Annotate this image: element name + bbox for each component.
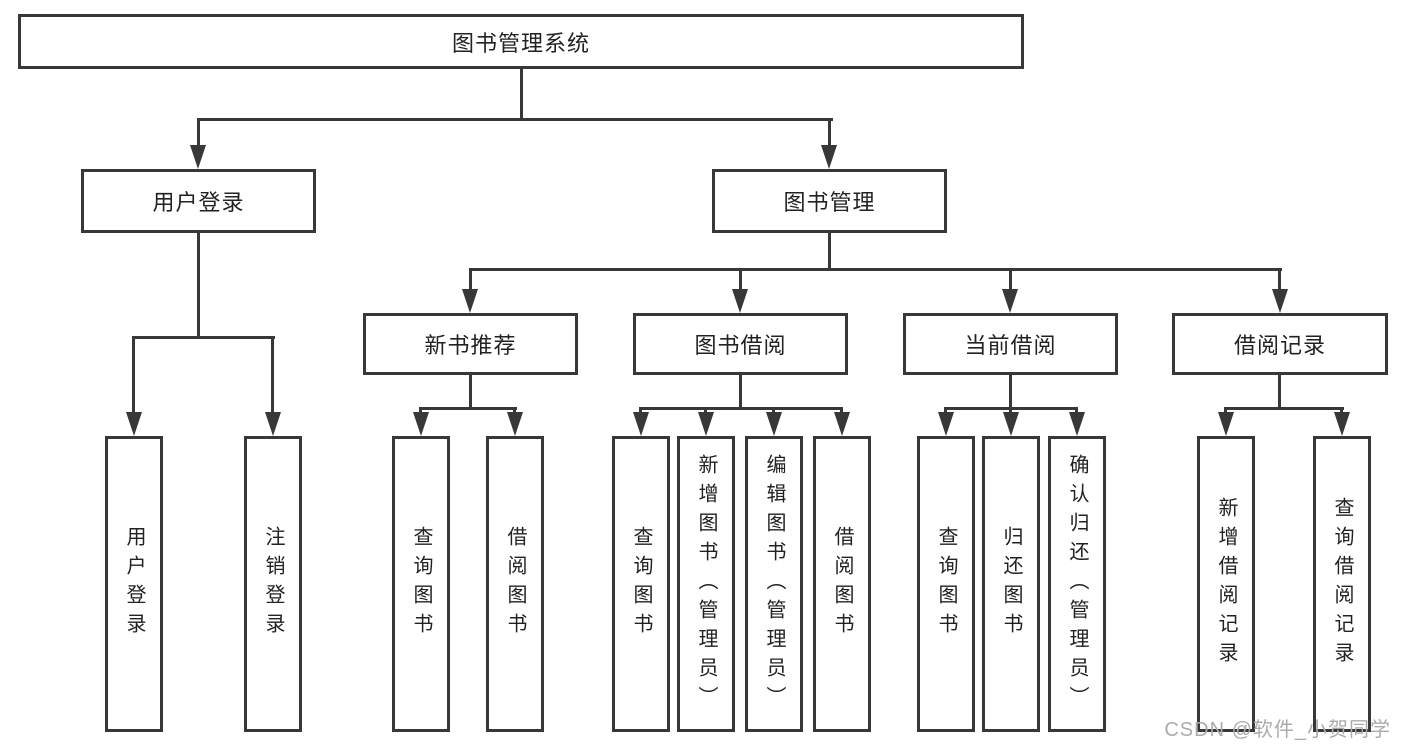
arrowhead-down-icon — [190, 145, 206, 169]
node-library-management-system: 图书管理系统 — [18, 14, 1024, 69]
leaf-label: 新增图书（管理员） — [695, 453, 717, 715]
connector-line — [739, 268, 742, 293]
arrowhead-down-icon — [1069, 412, 1085, 436]
arrowhead-down-icon — [507, 412, 523, 436]
connector-line — [520, 69, 523, 118]
connector-line — [739, 375, 742, 407]
arrowhead-down-icon — [633, 412, 649, 436]
arrowhead-down-icon — [462, 289, 478, 313]
leaf-label: 注销登录 — [262, 526, 284, 642]
connector-line — [132, 336, 135, 416]
connector-line — [1009, 268, 1012, 293]
connector-line — [1009, 375, 1012, 407]
leaf-logout: 注销登录 — [244, 436, 302, 732]
node-user-login: 用户登录 — [81, 169, 316, 233]
node-label: 用户登录 — [152, 190, 245, 215]
connector-line — [271, 336, 274, 416]
leaf-query-book-recommend: 查询图书 — [392, 436, 450, 732]
arrowhead-down-icon — [938, 412, 954, 436]
arrowhead-down-icon — [265, 412, 281, 436]
leaf-query-book-current: 查询图书 — [917, 436, 975, 732]
node-borrow-record: 借阅记录 — [1172, 313, 1388, 375]
watermark: CSDN @软件_小贺同学 — [1164, 719, 1391, 741]
arrowhead-down-icon — [821, 145, 837, 169]
leaf-label: 编辑图书（管理员） — [763, 453, 785, 715]
leaf-add-book-admin: 新增图书（管理员） — [677, 436, 735, 732]
node-label: 图书借阅 — [694, 333, 787, 358]
leaf-query-book-borrow: 查询图书 — [612, 436, 670, 732]
leaf-query-borrow-record: 查询借阅记录 — [1313, 436, 1371, 732]
arrowhead-down-icon — [1218, 412, 1234, 436]
leaf-return-book: 归还图书 — [982, 436, 1040, 732]
leaf-label: 查询图书 — [410, 526, 432, 642]
arrowhead-down-icon — [126, 412, 142, 436]
connector-line — [469, 268, 1282, 271]
leaf-label: 用户登录 — [123, 526, 145, 642]
connector-line — [1278, 375, 1281, 407]
leaf-user-login: 用户登录 — [105, 436, 163, 732]
connector-line — [419, 407, 517, 410]
leaf-add-borrow-record: 新增借阅记录 — [1197, 436, 1255, 732]
connector-line — [1278, 268, 1281, 293]
arrowhead-down-icon — [1272, 289, 1288, 313]
node-book-borrow: 图书借阅 — [633, 313, 848, 375]
leaf-label: 查询借阅记录 — [1331, 497, 1353, 671]
connector-line — [828, 232, 831, 268]
arrowhead-down-icon — [698, 412, 714, 436]
leaf-label: 新增借阅记录 — [1215, 497, 1237, 671]
arrowhead-down-icon — [732, 289, 748, 313]
node-label: 当前借阅 — [964, 333, 1057, 358]
arrowhead-down-icon — [834, 412, 850, 436]
leaf-confirm-return-admin: 确认归还（管理员） — [1048, 436, 1106, 732]
node-label: 新书推荐 — [424, 333, 517, 358]
leaf-borrow-book: 借阅图书 — [813, 436, 871, 732]
leaf-label: 查询图书 — [935, 526, 957, 642]
connector-line — [828, 118, 831, 148]
connector-line — [197, 233, 200, 336]
node-new-book-recommend: 新书推荐 — [363, 313, 578, 375]
leaf-label: 查询图书 — [630, 526, 652, 642]
connector-line — [639, 407, 843, 410]
node-current-borrow: 当前借阅 — [903, 313, 1118, 375]
arrowhead-down-icon — [413, 412, 429, 436]
leaf-label: 借阅图书 — [831, 526, 853, 642]
leaf-edit-book-admin: 编辑图书（管理员） — [745, 436, 803, 732]
leaf-borrow-book-recommend: 借阅图书 — [486, 436, 544, 732]
node-label: 借阅记录 — [1233, 333, 1326, 358]
connector-line — [1224, 407, 1344, 410]
connector-line — [469, 268, 472, 293]
connector-line — [197, 118, 200, 148]
node-label: 图书管理 — [783, 190, 876, 215]
leaf-label: 归还图书 — [1000, 526, 1022, 642]
connector-line — [197, 118, 833, 121]
node-label: 图书管理系统 — [451, 30, 590, 56]
leaf-label: 确认归还（管理员） — [1066, 453, 1088, 715]
connector-line — [132, 336, 275, 339]
node-book-management: 图书管理 — [712, 169, 947, 233]
arrowhead-down-icon — [766, 412, 782, 436]
arrowhead-down-icon — [1002, 289, 1018, 313]
leaf-label: 借阅图书 — [504, 526, 526, 642]
arrowhead-down-icon — [1003, 412, 1019, 436]
arrowhead-down-icon — [1334, 412, 1350, 436]
connector-line — [469, 375, 472, 407]
